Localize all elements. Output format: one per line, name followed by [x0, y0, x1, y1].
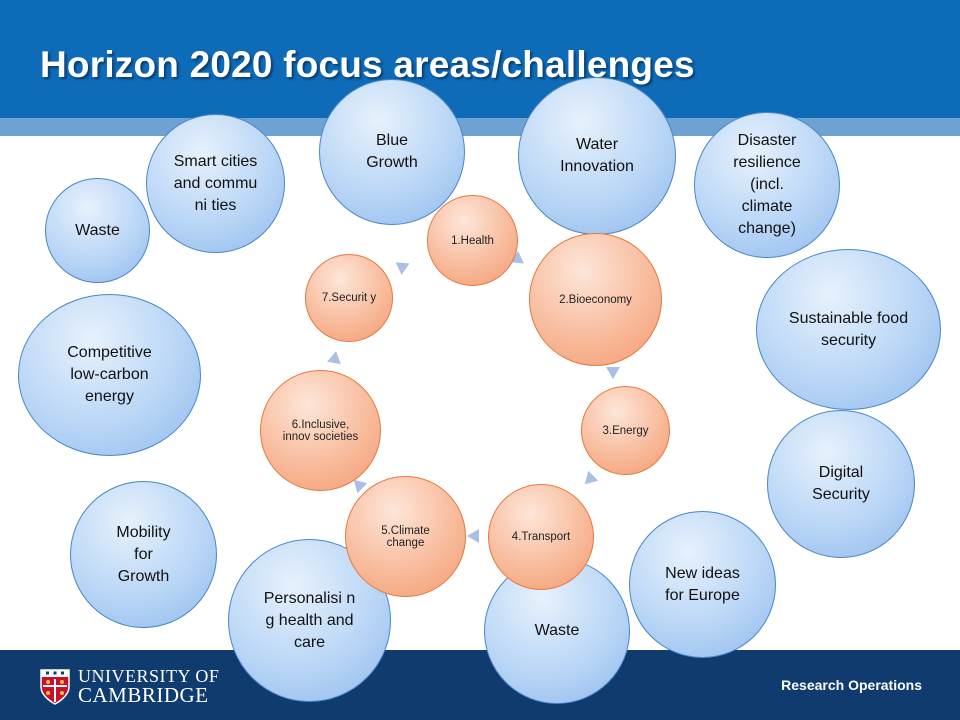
cycle-climate-change: 5.Climate change	[345, 476, 466, 597]
focus-disaster-resilience: Disaster resilience (incl. climate chang…	[694, 112, 840, 258]
arrow-inclusive-to-security	[327, 349, 343, 365]
focus-food-security: Sustainable food security	[756, 249, 941, 410]
focus-digital-security: Digital Security	[767, 410, 915, 558]
focus-blue-growth: Blue Growth	[319, 79, 465, 225]
logo-line-2: CAMBRIDGE	[78, 683, 209, 707]
cycle-energy: 3.Energy	[581, 386, 670, 475]
arrow-transport-to-climate	[467, 529, 479, 543]
focus-waste-top: Waste	[45, 178, 150, 283]
cycle-bioeconomy: 2.Bioeconomy	[529, 233, 662, 366]
focus-water-innovation: Water Innovation	[518, 77, 676, 235]
focus-smart-cities: Smart cities and communi ties	[146, 114, 285, 253]
arrow-security-to-health	[395, 257, 413, 275]
cycle-security: 7.Securit y	[305, 254, 393, 342]
focus-new-ideas: New ideas for Europe	[629, 511, 776, 658]
cycle-inclusive-societies: 6.Inclusive, innov societies	[260, 370, 381, 491]
university-logo: UNIVERSITY OF CAMBRIDGE	[40, 666, 220, 707]
header-bar	[0, 0, 960, 118]
logo-line-1: UNIVERSITY OF	[78, 666, 220, 686]
focus-low-carbon-energy: Competitive low-carbon energy	[18, 294, 201, 456]
cycle-health: 1.Health	[427, 195, 518, 286]
arrow-bioeconomy-to-energy	[606, 367, 620, 379]
focus-mobility-growth: Mobility for Growth	[70, 481, 217, 628]
arrow-energy-to-transport	[579, 470, 599, 490]
cycle-transport: 4.Transport	[488, 484, 594, 590]
footer-label: Research Operations	[781, 677, 922, 693]
footer-bar	[0, 650, 960, 720]
crest-icon	[40, 668, 70, 705]
